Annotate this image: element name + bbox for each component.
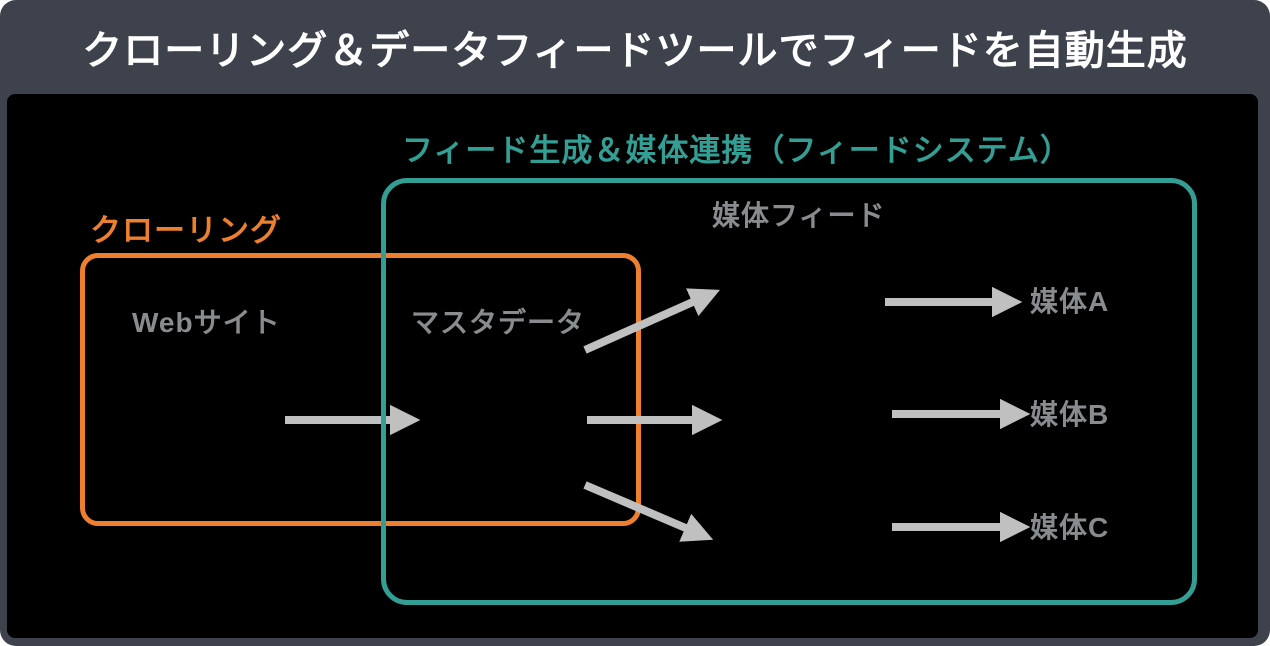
media-a-label: 媒体A [1030,286,1110,317]
header: クローリング＆データフィードツールでフィードを自動生成 [0,0,1270,94]
crawling-box-label: クローリング [90,213,282,248]
diagram-panel [7,94,1258,638]
media-feed-label: 媒体フィード [712,200,886,231]
media-c-label: 媒体C [1030,512,1110,543]
feed-system-box [381,178,1197,605]
crawling-box [80,253,641,526]
page-title: クローリング＆データフィードツールでフィードを自動生成 [82,29,1188,73]
media-b-label: 媒体B [1030,399,1110,430]
feed-system-box-label: フィード生成＆媒体連携（フィードシステム） [402,133,1072,168]
master-data-label: マスタデータ [411,307,586,338]
web-site-label: Webサイト [132,307,281,338]
